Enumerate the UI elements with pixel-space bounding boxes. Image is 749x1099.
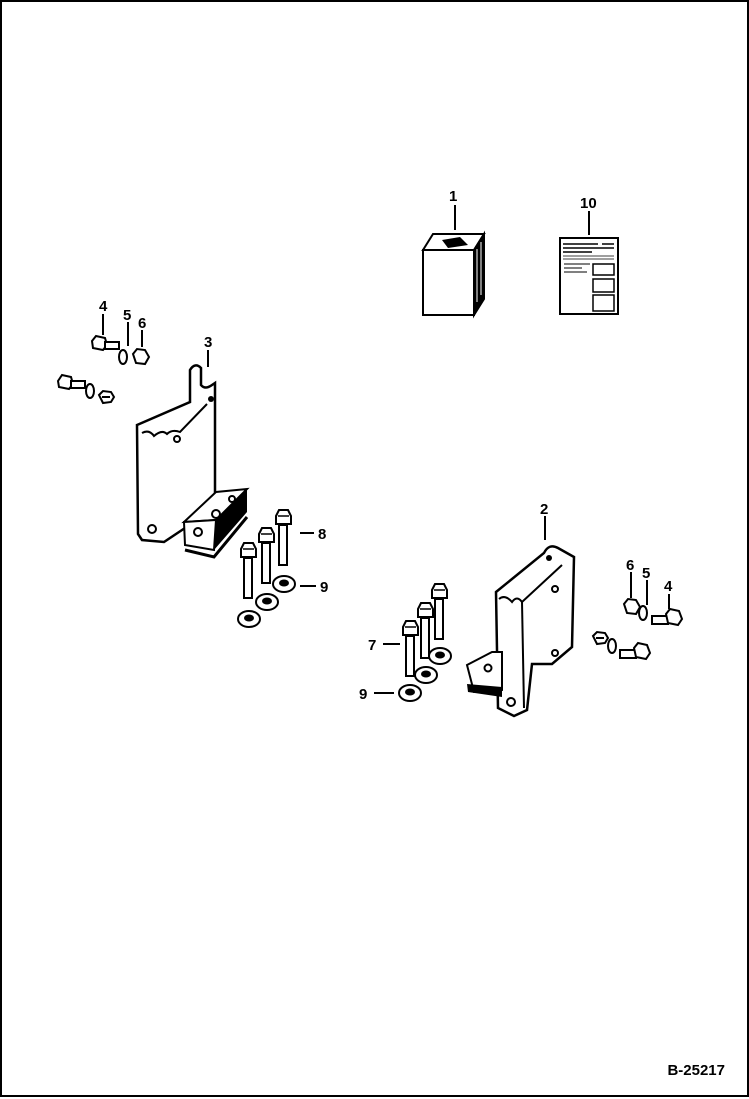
left-hardware-row-1 [90,334,151,366]
left-rubber-mount [181,487,250,559]
callout-7: 7 [368,637,376,654]
callout-10: 10 [580,195,597,212]
callout-4-right: 4 [664,578,673,595]
callout-2: 2 [540,501,548,518]
callout-9-right: 9 [359,686,367,703]
callout-3: 3 [204,334,212,351]
callout-labels: 1 10 3 4 5 6 8 9 2 6 5 4 7 9 [99,188,673,703]
isolator-block-part-1 [421,230,486,319]
callout-6-left: 6 [138,315,146,332]
figure-id-label: B-25217 [667,1062,725,1079]
callout-1: 1 [449,188,457,205]
callout-9-left: 9 [320,579,328,596]
leader-lines [102,205,670,694]
right-hardware-row-1 [622,597,684,627]
callout-5-left: 5 [123,307,131,324]
right-bracket-part-2 [494,545,576,718]
right-hardware-row-2 [592,631,652,661]
left-hardware-row-2 [56,373,115,404]
callout-4-left: 4 [99,298,108,315]
right-rubber-mount [465,651,503,697]
callout-8: 8 [318,526,326,543]
callout-6-right: 6 [626,557,634,574]
instruction-sheet-part-10 [559,237,619,315]
callout-5-right: 5 [642,565,650,582]
